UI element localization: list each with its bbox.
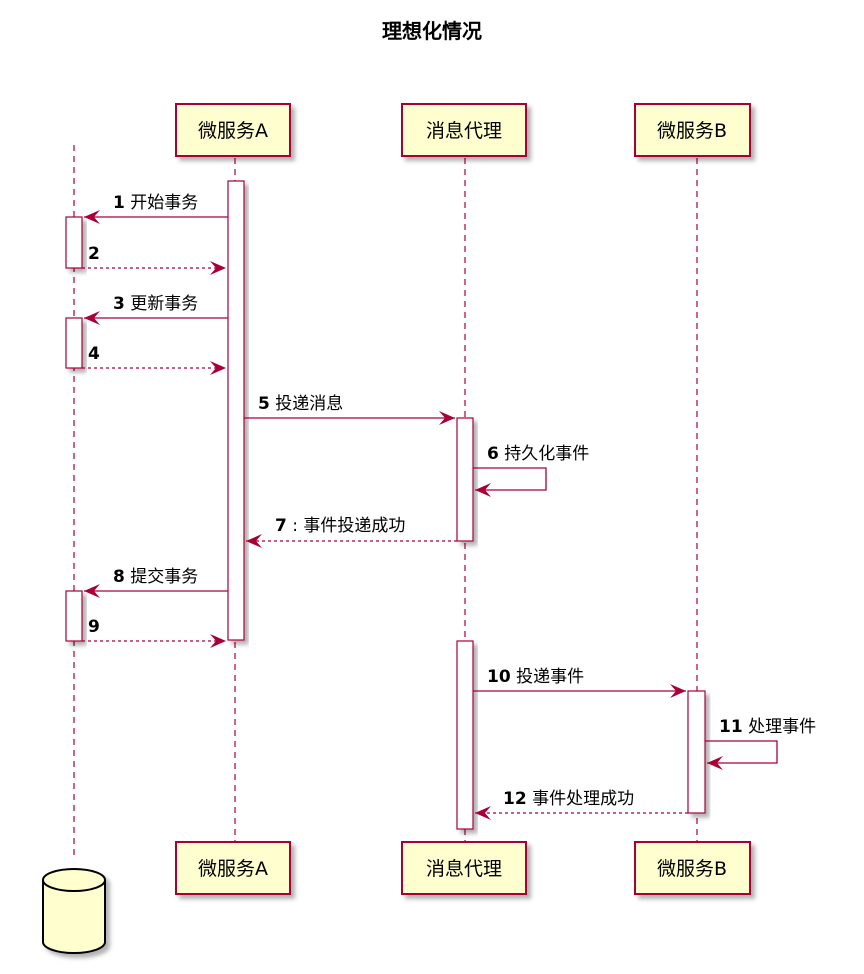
message-4: 4 bbox=[82, 344, 226, 375]
message-2: 2 bbox=[82, 244, 226, 275]
message-5: 5 投递消息 bbox=[244, 394, 455, 425]
activation-a bbox=[227, 180, 245, 641]
svg-text:10 投递事件: 10 投递事件 bbox=[487, 667, 584, 687]
message-9: 9 bbox=[82, 617, 226, 648]
svg-text:微服务A: 微服务A bbox=[198, 120, 268, 142]
participant-b-bottom: 微服务B bbox=[634, 841, 751, 895]
activation-broker-2 bbox=[456, 640, 474, 830]
svg-text:微服务B: 微服务B bbox=[657, 858, 727, 880]
participant-broker-bottom: 消息代理 bbox=[401, 841, 527, 895]
svg-text:5 投递消息: 5 投递消息 bbox=[258, 394, 343, 414]
diagram-title: 理想化情况 bbox=[382, 19, 482, 43]
participant-a-bottom: 微服务A bbox=[175, 841, 291, 895]
svg-text:12 事件处理成功: 12 事件处理成功 bbox=[503, 789, 634, 809]
participant-a-top: 微服务A bbox=[175, 103, 291, 157]
svg-text:消息代理: 消息代理 bbox=[426, 858, 502, 880]
participant-broker-top: 消息代理 bbox=[401, 103, 527, 157]
participant-b-top: 微服务B bbox=[634, 103, 751, 157]
svg-text:11 处理事件: 11 处理事件 bbox=[719, 717, 816, 737]
svg-text:微服务A: 微服务A bbox=[198, 858, 268, 880]
svg-text:3 更新事务: 3 更新事务 bbox=[113, 294, 198, 314]
database-icon bbox=[42, 868, 106, 954]
svg-text:6 持久化事件: 6 持久化事件 bbox=[487, 444, 589, 464]
message-6: 6 持久化事件 bbox=[473, 444, 589, 497]
activation-broker-1 bbox=[456, 417, 474, 542]
activation-db-1 bbox=[65, 216, 83, 269]
svg-text:1 开始事务: 1 开始事务 bbox=[113, 193, 198, 213]
message-12: 12 事件处理成功 bbox=[475, 789, 688, 820]
activation-b bbox=[687, 690, 706, 814]
message-3: 3 更新事务 bbox=[84, 294, 228, 325]
svg-text:微服务B: 微服务B bbox=[657, 120, 727, 142]
message-1: 1 开始事务 bbox=[84, 193, 228, 224]
svg-text:2: 2 bbox=[88, 244, 100, 264]
message-7: 7 : 事件投递成功 bbox=[246, 516, 457, 548]
message-10: 10 投递事件 bbox=[473, 667, 686, 698]
message-11: 11 处理事件 bbox=[705, 717, 816, 770]
svg-text:4: 4 bbox=[88, 344, 100, 364]
activation-db-2 bbox=[65, 317, 83, 369]
svg-text:9: 9 bbox=[88, 617, 100, 637]
message-8: 8 提交事务 bbox=[84, 567, 228, 598]
svg-text:7 : 事件投递成功: 7 : 事件投递成功 bbox=[275, 516, 405, 536]
activation-db-3 bbox=[65, 590, 83, 642]
svg-text:8 提交事务: 8 提交事务 bbox=[113, 567, 198, 587]
svg-text:消息代理: 消息代理 bbox=[426, 120, 502, 142]
